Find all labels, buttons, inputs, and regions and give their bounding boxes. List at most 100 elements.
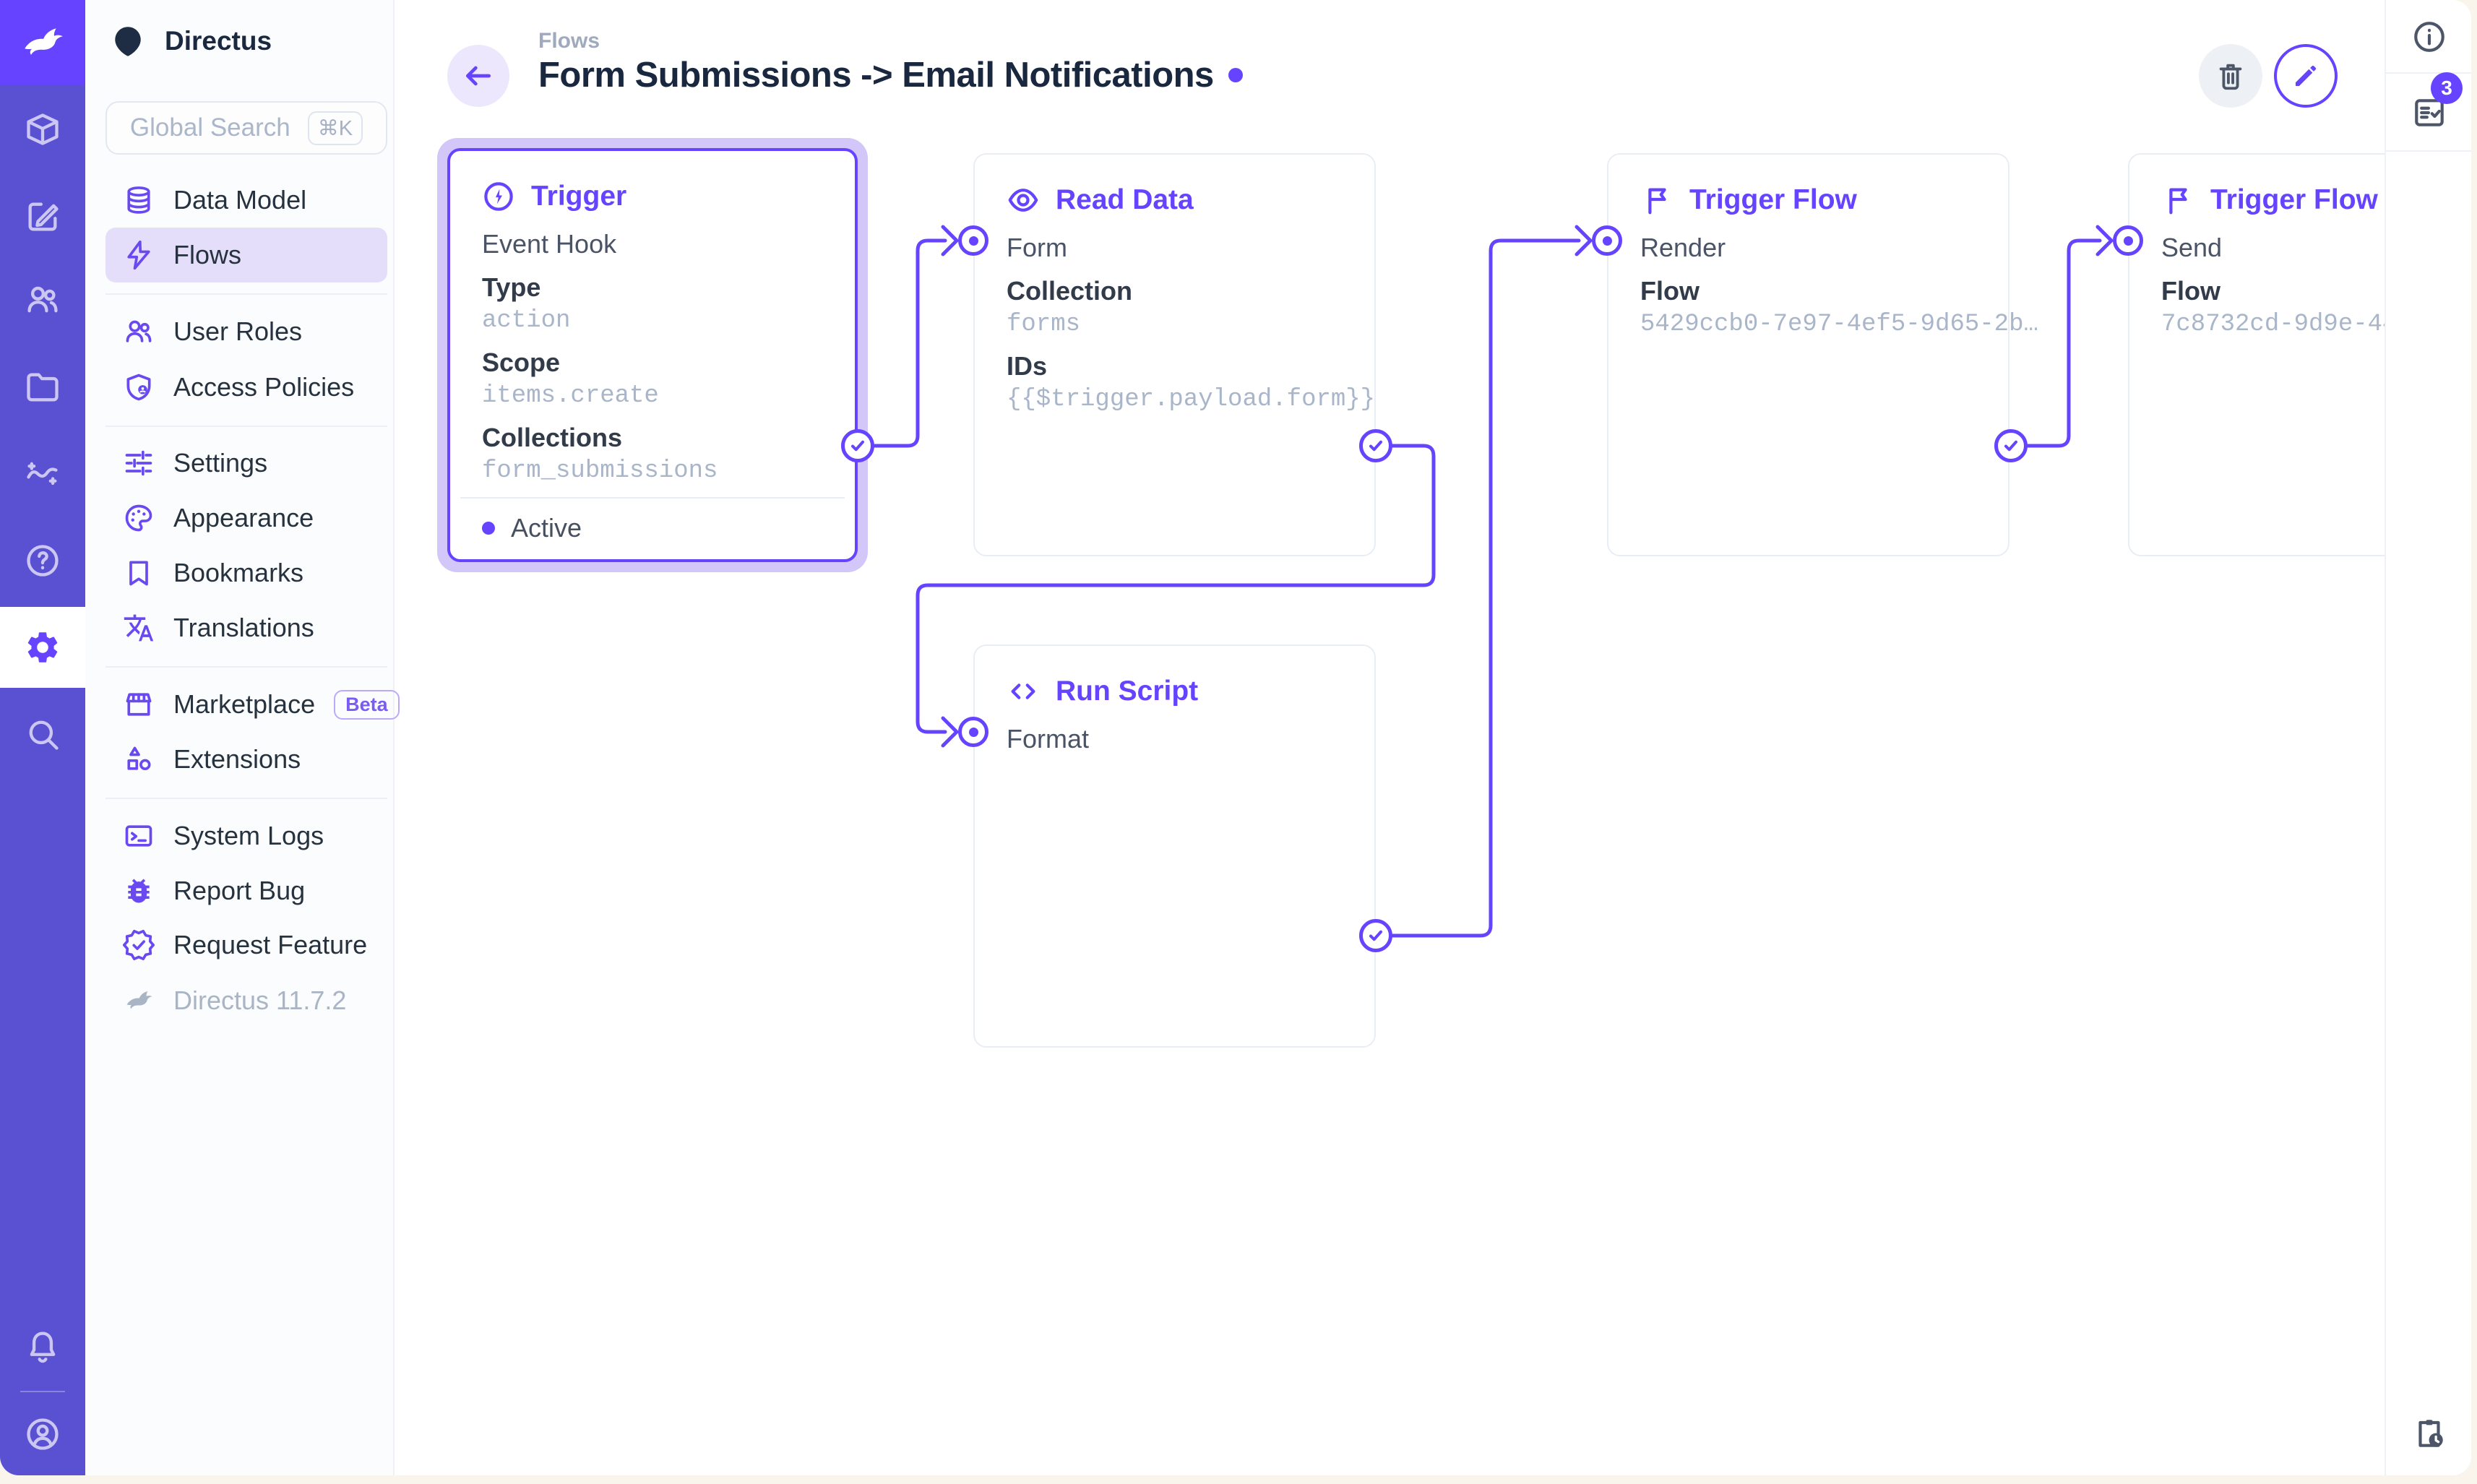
rabbit-logo-icon xyxy=(25,28,63,56)
module-users[interactable] xyxy=(0,259,85,340)
field-value: 5429ccb0-7e97-4ef5-9d65-2b… xyxy=(1640,311,2038,338)
edit-flow-button[interactable] xyxy=(2274,44,2338,108)
sidebar-item-extensions[interactable]: Extensions xyxy=(105,732,387,787)
output-connector-read-data[interactable] xyxy=(1359,429,1392,462)
project-header[interactable]: Directus xyxy=(110,17,272,65)
sidebar-item-flows[interactable]: Flows xyxy=(105,228,387,282)
sidebar-item-marketplace[interactable]: Marketplace Beta xyxy=(105,677,400,732)
flag-icon xyxy=(1648,188,1666,215)
module-content[interactable] xyxy=(0,89,85,170)
output-connector-run-script[interactable] xyxy=(1359,919,1392,952)
translate-icon xyxy=(124,614,154,642)
sidebar-item-label: User Roles xyxy=(173,316,303,346)
node-run-script[interactable]: Run Script Format xyxy=(973,644,1376,1048)
notifications-button[interactable] xyxy=(0,1307,85,1388)
palette-icon xyxy=(125,504,152,532)
nav-divider xyxy=(105,426,387,427)
sidebar-item-user-roles[interactable]: User Roles xyxy=(105,304,387,359)
user-roles-icon xyxy=(126,320,152,342)
directus-logo[interactable] xyxy=(0,0,85,85)
output-connector-trigger-flow-render[interactable] xyxy=(1994,429,2028,462)
node-read-data-header: Read Data xyxy=(1007,184,1343,217)
module-help[interactable] xyxy=(0,520,85,601)
nav-divider xyxy=(105,798,387,799)
arrowhead-readdata xyxy=(941,225,959,256)
people-icon xyxy=(27,286,58,313)
sidebar-item-data-model[interactable]: Data Model xyxy=(105,173,387,228)
sidebar-item-translations[interactable]: Translations xyxy=(105,600,387,655)
sidebar-item-settings[interactable]: Settings xyxy=(105,436,387,491)
input-dot xyxy=(1602,236,1612,246)
module-editor[interactable] xyxy=(0,176,85,257)
field-value: action xyxy=(482,307,571,335)
input-dot xyxy=(968,236,978,246)
input-connector-run-script[interactable] xyxy=(958,717,988,747)
node-trigger[interactable]: Trigger Event Hook Type action Scope ite… xyxy=(447,148,858,562)
node-run-script-header: Run Script xyxy=(1007,675,1343,708)
search-icon xyxy=(29,720,59,750)
sidebar-item-label: System Logs xyxy=(173,821,324,850)
node-name: Form xyxy=(1007,233,1067,262)
global-search-input[interactable]: Global Search ⌘K xyxy=(105,101,387,155)
trigger-type: Event Hook xyxy=(482,229,617,259)
code-icon xyxy=(1011,683,1035,699)
clipboard-clock-icon xyxy=(2418,1420,2443,1447)
sidebar-item-label: Settings xyxy=(173,448,268,478)
module-insights[interactable] xyxy=(0,433,85,514)
node-title: Trigger xyxy=(531,181,627,212)
bolt-icon xyxy=(127,240,150,270)
node-name: Render xyxy=(1640,233,1726,262)
node-trigger-flow-render[interactable]: Trigger Flow Render Flow 5429ccb0-7e97-4… xyxy=(1607,153,2038,556)
node-name: Format xyxy=(1007,724,1090,754)
revisions-button[interactable] xyxy=(2386,1405,2471,1462)
back-button[interactable] xyxy=(447,45,509,107)
sidebar-item-label: Flows xyxy=(173,240,242,269)
module-bar xyxy=(0,0,85,1475)
field-label: Collections xyxy=(482,423,623,452)
input-connector-trigger-flow-send[interactable] xyxy=(2113,225,2143,256)
info-button[interactable] xyxy=(2386,10,2471,64)
trash-icon xyxy=(2219,64,2242,90)
status-label: Active xyxy=(511,513,582,543)
delete-flow-button[interactable] xyxy=(2199,44,2262,108)
sidebar-item-access-policies[interactable]: Access Policies xyxy=(105,360,387,415)
search-shortcut-badge: ⌘K xyxy=(307,111,363,145)
extensions-icon xyxy=(127,746,151,771)
eye-icon xyxy=(1008,189,1038,212)
fact-check-icon xyxy=(2415,99,2444,126)
module-files[interactable] xyxy=(0,347,85,428)
module-settings[interactable] xyxy=(0,607,85,688)
field-label: Flow xyxy=(1640,276,1700,306)
sidebar-item-request-feature[interactable]: Request Feature xyxy=(105,918,387,972)
account-button[interactable] xyxy=(0,1394,85,1475)
connection-trigger-readdata xyxy=(872,238,947,448)
breadcrumb[interactable]: Flows xyxy=(538,29,600,53)
output-connector-trigger[interactable] xyxy=(841,429,874,462)
sidebar-item-system-logs[interactable]: System Logs xyxy=(105,808,387,863)
sidebar-item-bookmarks[interactable]: Bookmarks xyxy=(105,545,387,600)
node-title: Run Script xyxy=(1056,676,1199,707)
sidebar-divider xyxy=(2386,150,2471,152)
node-trigger-flow-header: Trigger Flow xyxy=(2161,184,2471,217)
logs-button[interactable]: 3 xyxy=(2386,72,2471,142)
sidebar-item-appearance[interactable]: Appearance xyxy=(105,491,387,545)
input-connector-trigger-flow-render[interactable] xyxy=(1592,225,1622,256)
project-pin-icon xyxy=(115,27,141,56)
check-icon xyxy=(2004,440,2017,452)
title-row: Form Submissions -> Email Notifications xyxy=(538,55,1243,95)
node-trigger-header: Trigger xyxy=(482,180,823,213)
input-dot xyxy=(968,727,978,737)
node-title: Trigger Flow xyxy=(2210,184,2378,215)
page-title: Form Submissions -> Email Notifications xyxy=(538,56,1214,95)
folder-icon xyxy=(27,373,59,402)
avatar-icon xyxy=(27,1418,59,1450)
field-label: IDs xyxy=(1007,351,1048,381)
arrow-left-icon xyxy=(465,66,491,86)
field-label: Scope xyxy=(482,348,561,377)
module-search[interactable] xyxy=(0,694,85,775)
sidebar-item-label: Report Bug xyxy=(173,876,306,905)
input-connector-read-data[interactable] xyxy=(958,225,988,256)
node-read-data[interactable]: Read Data Form Collection forms IDs {{$t… xyxy=(973,153,1376,556)
node-name: Send xyxy=(2161,233,2223,262)
sidebar-item-report-bug[interactable]: Report Bug xyxy=(105,863,387,918)
